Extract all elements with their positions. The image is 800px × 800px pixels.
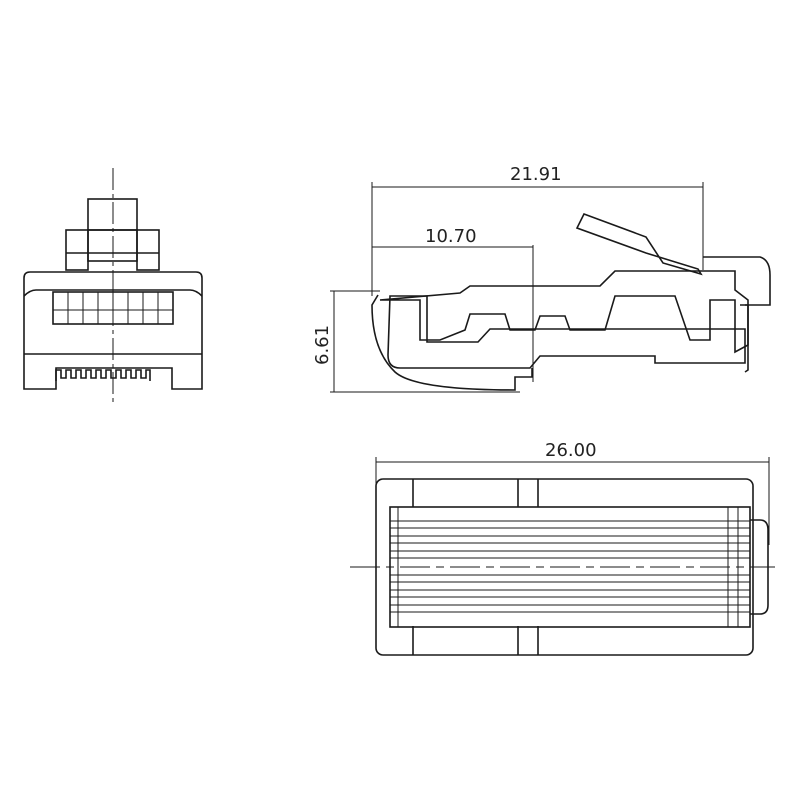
dimension-bottom-length: 26.00 bbox=[545, 440, 597, 461]
dimension-partial-length: 10.70 bbox=[425, 226, 477, 247]
top-view: 26.00 bbox=[350, 440, 775, 656]
dimension-height: 6.61 bbox=[312, 325, 333, 365]
dimension-overall-length: 21.91 bbox=[510, 164, 562, 185]
side-section-view: 21.91 10.70 6.61 bbox=[312, 164, 771, 393]
front-view bbox=[23, 168, 203, 404]
front-contacts bbox=[52, 291, 174, 325]
